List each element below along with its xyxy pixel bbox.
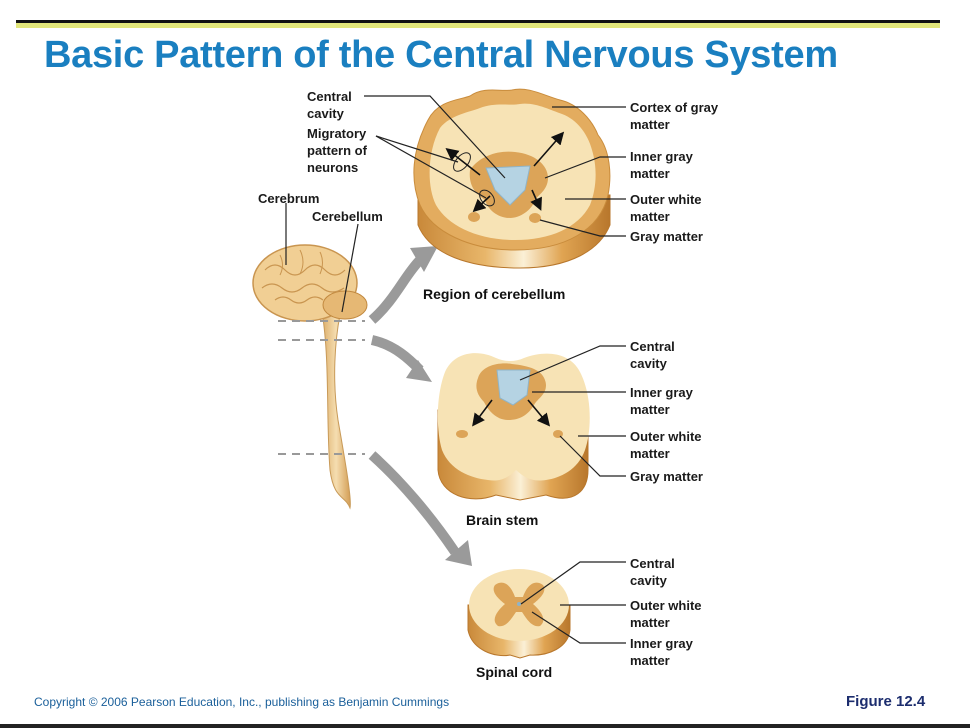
central-cavity <box>517 602 521 606</box>
gray-matter-nucleus <box>468 212 480 222</box>
caption-spinal-cord: Spinal cord <box>476 664 553 680</box>
label-central-cavity: Central cavity <box>630 339 675 371</box>
section-markers <box>278 320 365 455</box>
label-outer-white-matter: Outer white matter <box>630 429 702 461</box>
arrow-to-brainstem <box>370 335 424 374</box>
label-inner-gray-matter: Inner gray matter <box>630 385 693 417</box>
cerebellum <box>322 290 368 320</box>
brain-illustration <box>252 244 368 510</box>
central-cavity <box>485 165 531 206</box>
label-central-cavity: Central cavity <box>630 556 675 588</box>
gray-matter-nucleus <box>529 213 541 223</box>
label-outer-white-matter: Outer white matter <box>630 192 702 224</box>
slide-title: Basic Pattern of the Central Nervous Sys… <box>44 34 838 76</box>
gray-matter-nucleus <box>456 430 468 438</box>
label-migratory-pattern: Migratory pattern of neurons <box>307 126 367 175</box>
label-gray-matter: Gray matter <box>630 469 703 484</box>
caption-brain-stem: Brain stem <box>466 512 539 528</box>
label-inner-gray-matter: Inner gray matter <box>630 636 693 668</box>
label-cerebellum: Cerebellum <box>312 209 383 224</box>
top-rule <box>16 20 940 23</box>
spinal-cord-column <box>321 311 351 510</box>
spinal-cord-section <box>467 569 571 659</box>
label-gray-matter: Gray matter <box>630 229 703 244</box>
arrow-to-spinal-cord <box>368 451 460 555</box>
figure-number: Figure 12.4 <box>846 693 926 710</box>
label-cerebrum: Cerebrum <box>258 191 320 206</box>
caption-region-of-cerebellum: Region of cerebellum <box>423 286 566 302</box>
top-rule-accent <box>16 23 940 28</box>
brainstem-section <box>437 353 590 501</box>
cerebellum-section <box>413 88 611 269</box>
copyright-notice: Copyright © 2006 Pearson Education, Inc.… <box>34 695 450 709</box>
brainstem-leader-lines <box>519 345 626 477</box>
label-cortex-gray-matter: Cortex of gray matter <box>630 100 719 132</box>
cerebellum-leader-lines <box>364 95 626 237</box>
bottom-bar <box>0 724 970 728</box>
label-inner-gray-matter: Inner gray matter <box>630 149 693 181</box>
arrow-to-cerebellum <box>368 256 424 324</box>
label-central-cavity: Central cavity <box>307 89 352 121</box>
spinal-leader-lines <box>520 561 626 644</box>
migration-arrows <box>445 131 565 213</box>
label-outer-white-matter: Outer white matter <box>630 598 702 630</box>
